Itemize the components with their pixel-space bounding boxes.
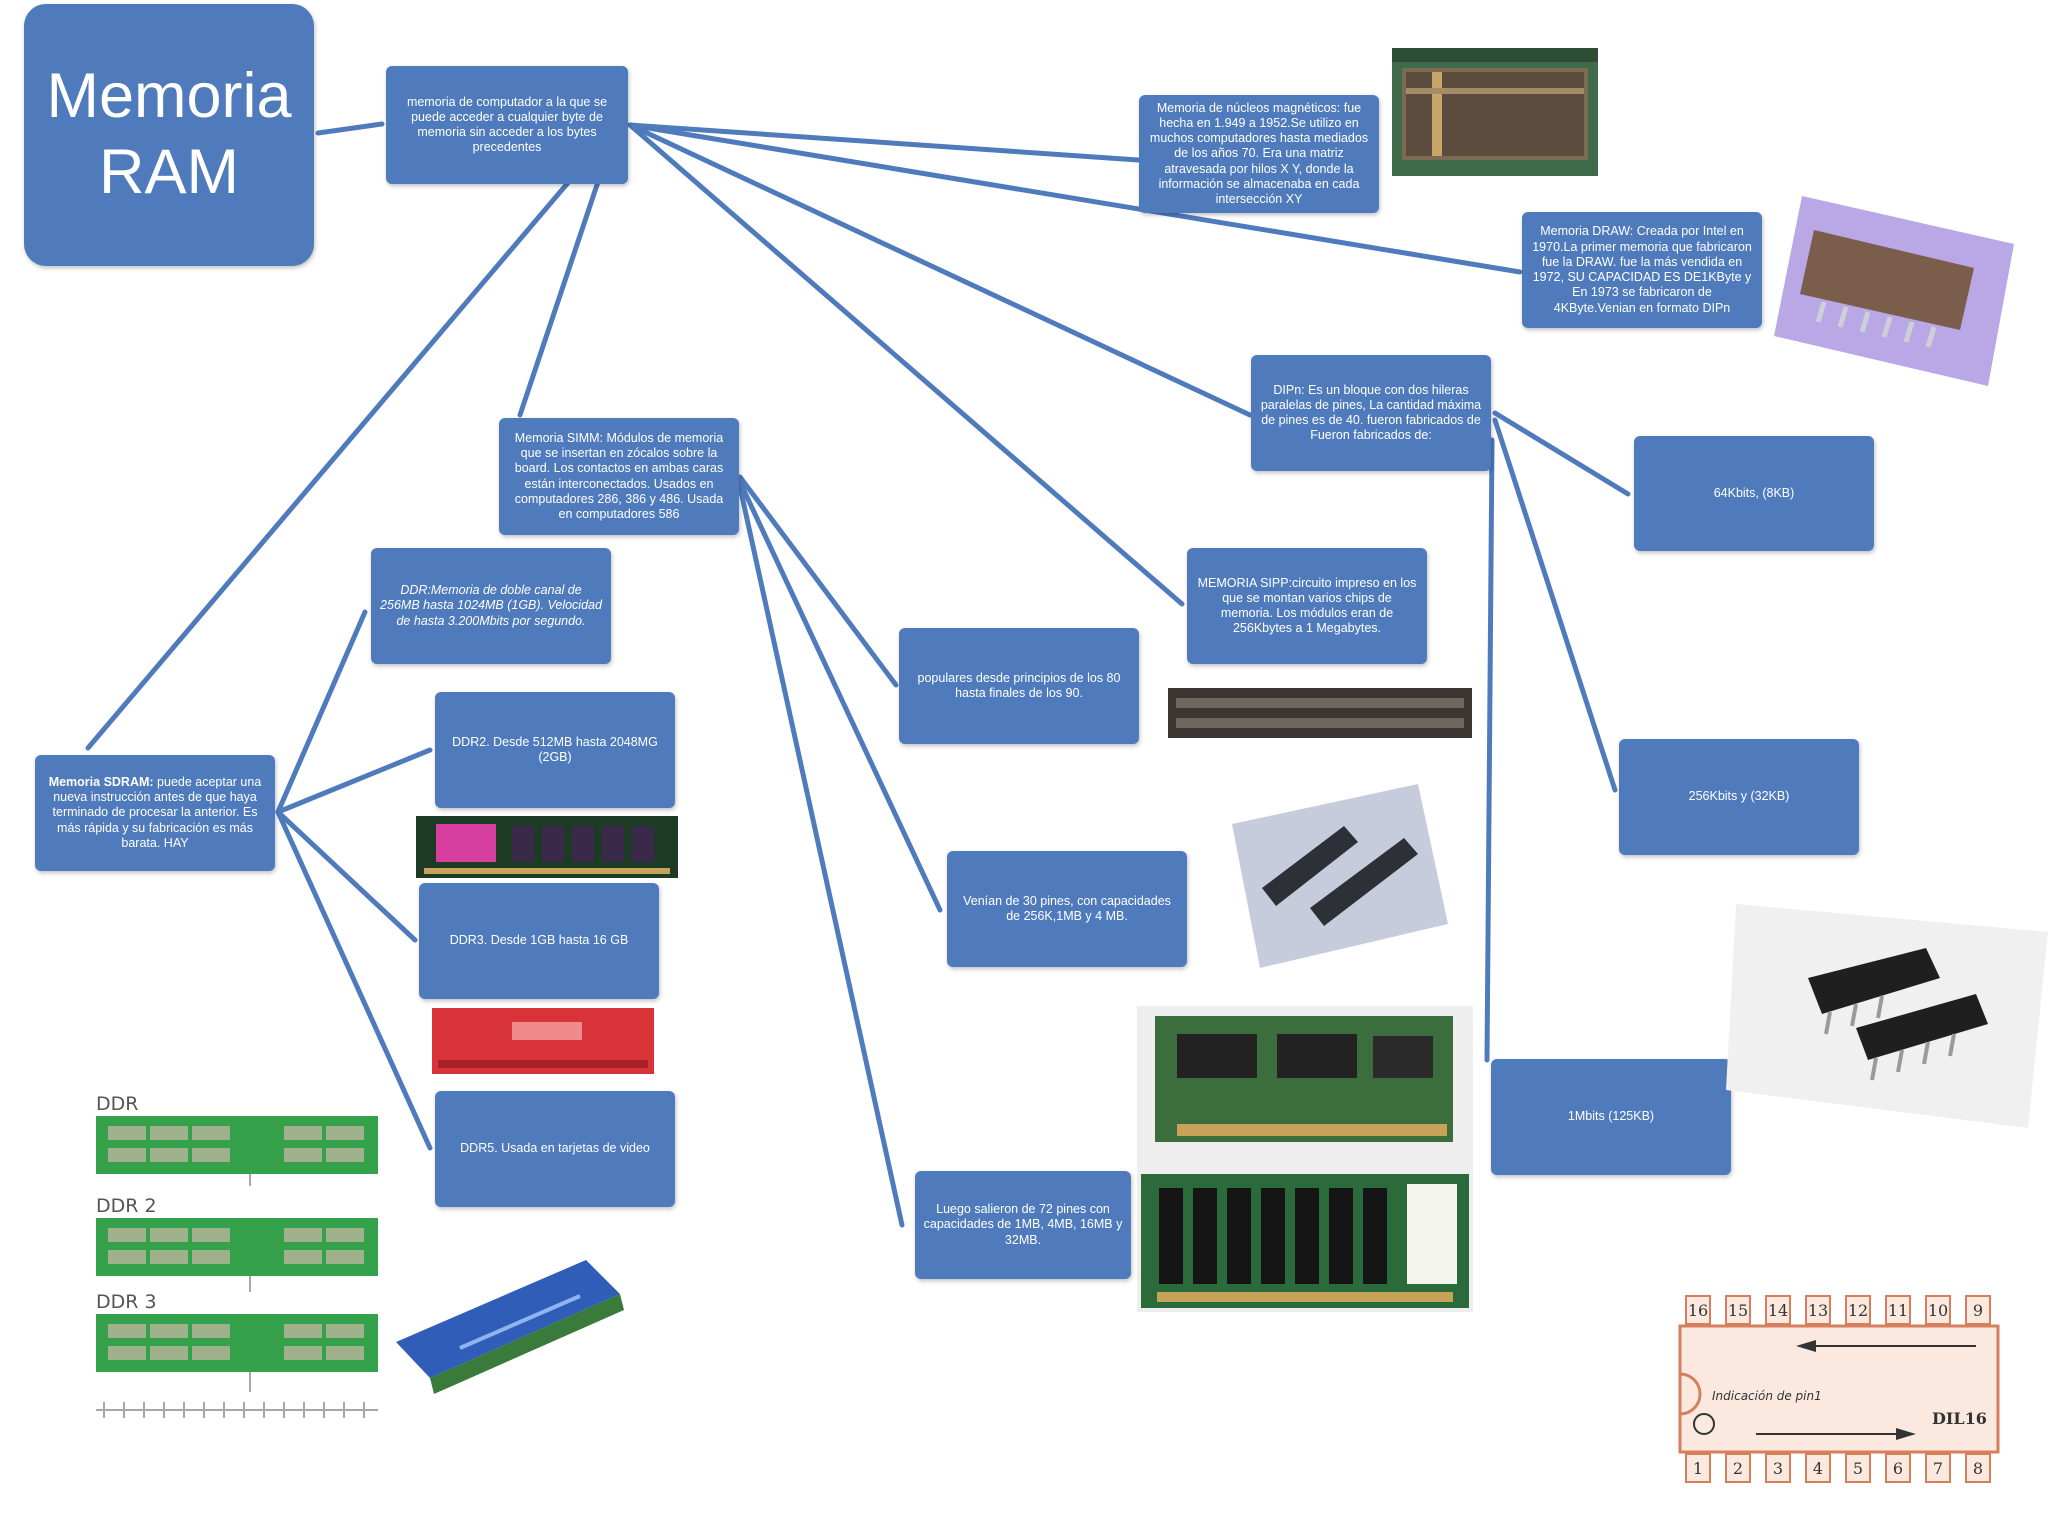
dil16-pin-5: 5 xyxy=(1853,1459,1863,1478)
line-simm-popular xyxy=(737,474,899,688)
ddr3-module-photo xyxy=(432,1008,654,1074)
magnetic-cores-box: Memoria de núcleos magnéticos: fue hecha… xyxy=(1139,95,1379,213)
line-title-definition xyxy=(315,121,385,136)
definition-box: memoria de computador a la que se puede … xyxy=(386,66,628,184)
ddr2-text: DDR2. Desde 512MB hasta 2048MG (2GB) xyxy=(452,734,658,764)
ddr-diagram-label-3: DDR 3 xyxy=(96,1291,157,1313)
ddr5-text: DDR5. Usada en tarjetas de video xyxy=(460,1141,650,1156)
dil16-pin-13: 13 xyxy=(1808,1301,1828,1320)
dil16-pin-12: 12 xyxy=(1848,1301,1868,1320)
dil16-pin-6: 6 xyxy=(1893,1459,1903,1478)
title-box: Memoria RAM xyxy=(24,4,314,266)
dil16-caption: Indicación de pin1 xyxy=(1712,1389,1822,1403)
title-line-2: RAM xyxy=(99,137,239,207)
ddr-diagram-label-1: DDR xyxy=(96,1093,138,1115)
ddr2-box: DDR2. Desde 512MB hasta 2048MG (2GB) xyxy=(435,692,675,808)
dil16-pin-16: 16 xyxy=(1688,1301,1708,1320)
dram-chip-photo xyxy=(1774,190,2014,390)
simm-text: Memoria SIMM: Módulos de memoria que se … xyxy=(514,430,724,521)
dil16-pin-7: 7 xyxy=(1933,1459,1943,1478)
sdram-text: Memoria SDRAM: puede aceptar una nueva i… xyxy=(43,775,267,851)
ddr-module-photo xyxy=(416,816,678,878)
dil16-pin-14: 14 xyxy=(1768,1301,1788,1320)
line-dipn-256k xyxy=(1492,417,1618,793)
line-sdram-ddr xyxy=(275,609,368,815)
dram-box: Memoria DRAW: Creada por Intel en 1970.L… xyxy=(1522,212,1762,328)
line-sdram-ddr2 xyxy=(275,747,433,815)
dip-64k-text: 64Kbits, (8KB) xyxy=(1713,485,1795,500)
simm-30pin-text: Venían de 30 pines, con capacidades de 2… xyxy=(963,893,1171,923)
dil16-pin-2: 2 xyxy=(1733,1459,1743,1478)
dip-1m-text: 1Mbits (125KB) xyxy=(1567,1109,1655,1124)
sdram-box: Memoria SDRAM: puede aceptar una nueva i… xyxy=(35,755,275,871)
dil16-pin-15: 15 xyxy=(1728,1301,1748,1320)
sipp-box: MEMORIA SIPP:circuito impreso en los que… xyxy=(1187,548,1427,664)
sipp-module-photo xyxy=(1168,688,1472,738)
line-dipn-64k xyxy=(1492,410,1631,497)
dipn-text: DIPn: Es un bloque con dos hileras paral… xyxy=(1260,382,1482,443)
dram-text: Memoria DRAW: Creada por Intel en 1970.L… xyxy=(1532,224,1752,315)
ddr3-box: DDR3. Desde 1GB hasta 16 GB xyxy=(419,883,659,999)
line-dipn-1m xyxy=(1484,437,1495,1063)
line-definition-sdram xyxy=(85,142,603,751)
dil16-pin-9: 9 xyxy=(1973,1301,1983,1320)
sdram-description: puede aceptar una nueva instrucción ante… xyxy=(52,774,262,850)
ddr3-text: DDR3. Desde 1GB hasta 16 GB xyxy=(449,933,629,948)
ddr-generations-diagram: DDR DDR 2 DDR 3 xyxy=(94,1092,380,1426)
dip-256k-text: 256Kbits y (32KB) xyxy=(1688,789,1790,804)
sdram-label: Memoria SDRAM: xyxy=(48,774,154,789)
simm-72pin-photo xyxy=(1137,1006,1473,1312)
dil16-pin-3: 3 xyxy=(1773,1459,1783,1478)
dil16-label: DIL16 xyxy=(1932,1409,1987,1428)
dip-1m-box: 1Mbits (125KB) xyxy=(1491,1059,1731,1175)
line-definition-sipp xyxy=(627,122,1185,607)
dil16-pin-1: 1 xyxy=(1693,1459,1703,1478)
simm-popular-box: populares desde principios de los 80 has… xyxy=(899,628,1139,744)
line-definition-dipn xyxy=(627,122,1253,418)
line-definition-magnetic xyxy=(627,122,1141,163)
line-simm-72pin xyxy=(737,484,905,1228)
dip-64k-box: 64Kbits, (8KB) xyxy=(1634,436,1874,551)
line-definition-simm xyxy=(517,137,615,418)
ddr5-box: DDR5. Usada en tarjetas de video xyxy=(435,1091,675,1207)
magnetic-cores-text: Memoria de núcleos magnéticos: fue hecha… xyxy=(1149,100,1369,207)
dil16-pin-10: 10 xyxy=(1928,1301,1948,1320)
dipn-box: DIPn: Es un bloque con dos hileras paral… xyxy=(1251,355,1491,471)
dil16-pin-8: 8 xyxy=(1973,1459,1983,1478)
dil16-pin-11: 11 xyxy=(1888,1301,1908,1320)
ddr5-module-photo xyxy=(390,1252,626,1400)
dil16-pinout-diagram: 16 15 14 13 12 11 10 9 1 2 3 4 5 6 7 8 I… xyxy=(1676,1292,2002,1488)
simm-popular-text: populares desde principios de los 80 has… xyxy=(917,670,1121,700)
simm-30pin-box: Venían de 30 pines, con capacidades de 2… xyxy=(947,851,1187,967)
ddr-diagram-label-2: DDR 2 xyxy=(96,1195,157,1217)
simm-72pin-box: Luego salieron de 72 pines con capacidad… xyxy=(915,1171,1131,1279)
definition-text: memoria de computador a la que se puede … xyxy=(406,94,608,155)
line-definition-dram xyxy=(627,122,1523,275)
ddr-text: DDR:Memoria de doble canal de 256MB hast… xyxy=(380,583,602,628)
magnetic-core-photo xyxy=(1392,48,1598,176)
ic-chips-photo xyxy=(1726,904,2048,1128)
simm-72pin-text: Luego salieron de 72 pines con capacidad… xyxy=(923,1202,1123,1247)
line-sdram-ddr5 xyxy=(275,809,433,1151)
dil16-pin-4: 4 xyxy=(1813,1459,1823,1478)
sipp-text: MEMORIA SIPP:circuito impreso en los que… xyxy=(1197,575,1417,636)
line-sdram-ddr3 xyxy=(275,809,418,943)
dip-256k-box: 256Kbits y (32KB) xyxy=(1619,739,1859,855)
simm-30pin-photo xyxy=(1232,784,1448,968)
title-line-1: Memoria xyxy=(46,61,292,132)
ddr-box: DDR:Memoria de doble canal de 256MB hast… xyxy=(371,548,611,664)
line-simm-30pin xyxy=(737,479,943,913)
simm-box: Memoria SIMM: Módulos de memoria que se … xyxy=(499,418,739,535)
